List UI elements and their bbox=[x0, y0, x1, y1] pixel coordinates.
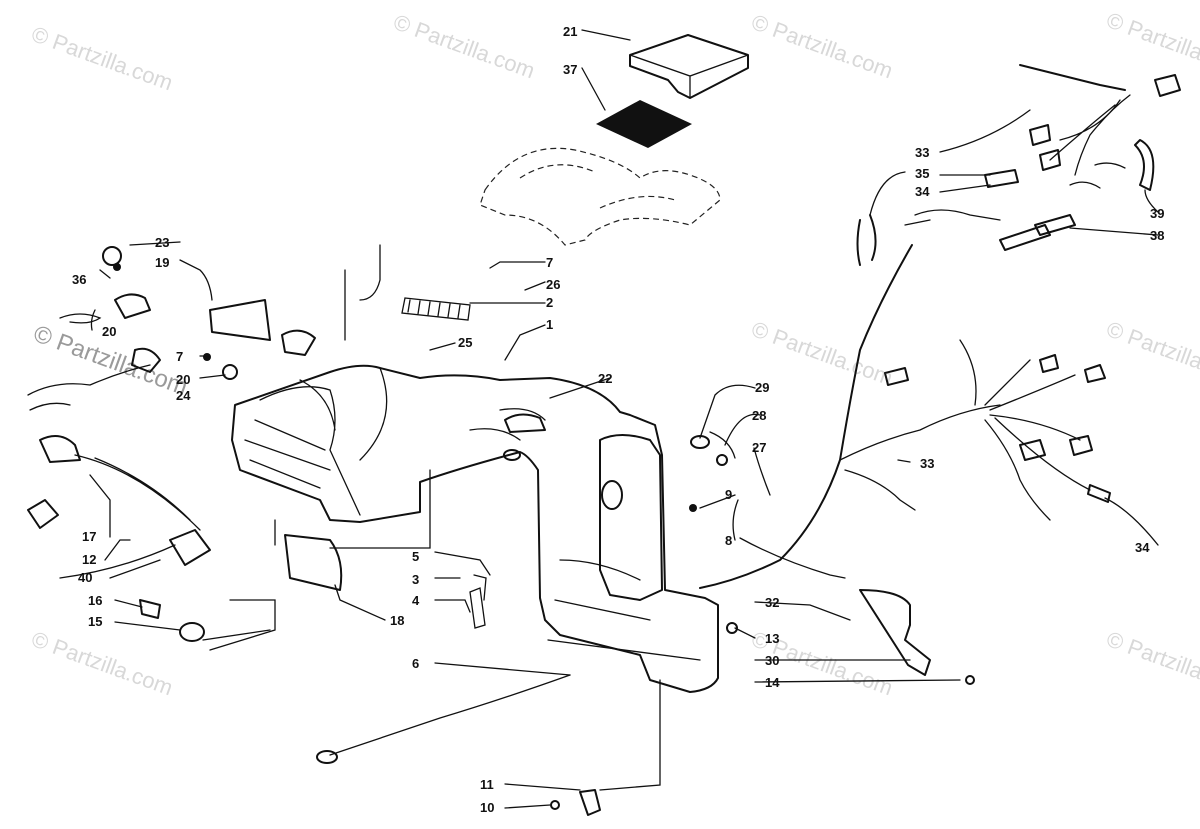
callout-34: 34 bbox=[1135, 540, 1150, 555]
callout-4: 4 bbox=[412, 593, 420, 608]
callout-16: 16 bbox=[88, 593, 102, 608]
console-housing bbox=[209, 297, 719, 693]
callout-17: 17 bbox=[82, 529, 96, 544]
gauge-bezel bbox=[209, 299, 271, 341]
callout-33: 33 bbox=[915, 145, 929, 160]
callout-38: 38 bbox=[1150, 228, 1164, 243]
callout-36: 36 bbox=[72, 272, 86, 287]
watermark: © Partzilla.com bbox=[1103, 7, 1200, 81]
watermark: © Partzilla.com bbox=[28, 626, 176, 700]
callout-34: 34 bbox=[915, 184, 930, 199]
callout-27: 27 bbox=[752, 440, 766, 455]
leader-lines bbox=[89, 29, 1159, 809]
top-panel-group bbox=[479, 34, 749, 246]
watermark: © Partzilla.com bbox=[1103, 626, 1200, 700]
callout-1: 1 bbox=[546, 317, 553, 332]
callout-13: 13 bbox=[765, 631, 779, 646]
callout-7: 7 bbox=[546, 255, 553, 270]
callout-18: 18 bbox=[390, 613, 404, 628]
callout-26: 26 bbox=[546, 277, 560, 292]
left-components bbox=[27, 246, 316, 642]
callout-3: 3 bbox=[412, 572, 419, 587]
callout-20: 20 bbox=[176, 372, 190, 387]
watermark: © Partzilla.com bbox=[748, 316, 896, 390]
callout-14: 14 bbox=[765, 675, 780, 690]
callout-2: 2 bbox=[546, 295, 553, 310]
callout-7: 7 bbox=[176, 349, 183, 364]
callout-24: 24 bbox=[176, 388, 191, 403]
callout-29: 29 bbox=[755, 380, 769, 395]
callout-23: 23 bbox=[155, 235, 169, 250]
callout-33: 33 bbox=[920, 456, 934, 471]
callout-6: 6 bbox=[412, 656, 419, 671]
callout-35: 35 bbox=[915, 166, 929, 181]
callout-22: 22 bbox=[598, 371, 612, 386]
console-front-panel bbox=[599, 434, 663, 601]
callout-21: 21 bbox=[563, 24, 577, 39]
callout-32: 32 bbox=[765, 595, 779, 610]
callout-25: 25 bbox=[458, 335, 472, 350]
callout-10: 10 bbox=[480, 800, 494, 815]
wiring-harness bbox=[316, 64, 1181, 816]
callout-20: 20 bbox=[102, 324, 116, 339]
callout-5: 5 bbox=[412, 549, 419, 564]
callout-19: 19 bbox=[155, 255, 169, 270]
callout-30: 30 bbox=[765, 653, 779, 668]
callout-labels: 21 37 23 19 36 7 26 2 1 20 25 7 20 24 22… bbox=[72, 24, 1164, 815]
callout-9: 9 bbox=[725, 487, 732, 502]
callout-40: 40 bbox=[78, 570, 92, 585]
callout-28: 28 bbox=[752, 408, 766, 423]
callout-11: 11 bbox=[480, 777, 494, 792]
callout-8: 8 bbox=[725, 533, 732, 548]
callout-15: 15 bbox=[88, 614, 102, 629]
callout-12: 12 bbox=[82, 552, 96, 567]
watermark: © Partzilla.com bbox=[28, 21, 176, 95]
mesh-grille bbox=[596, 100, 692, 148]
watermark: © Partzilla.com bbox=[390, 9, 538, 83]
watermark: © Partzilla.com bbox=[748, 9, 896, 83]
watermark: © Partzilla.com bbox=[1103, 316, 1200, 390]
callout-39: 39 bbox=[1150, 206, 1164, 221]
callout-37: 37 bbox=[563, 62, 577, 77]
